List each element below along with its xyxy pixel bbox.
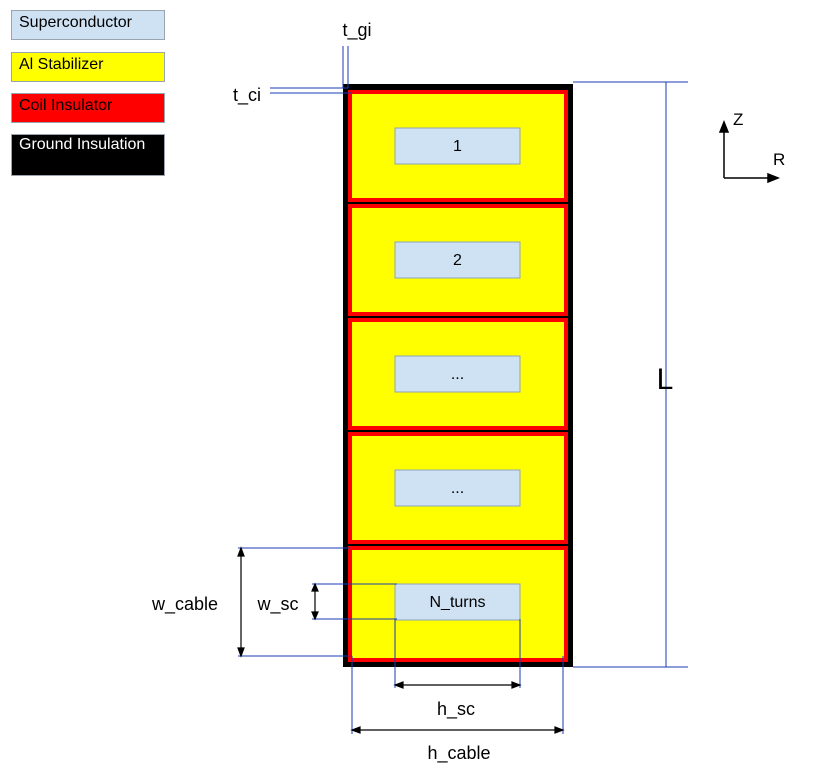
r-axis-arrow-head xyxy=(767,172,781,184)
r-axis-label: R xyxy=(773,150,785,169)
t-ci-label: t_ci xyxy=(233,85,261,106)
superconductor xyxy=(394,241,521,279)
legend-coil-insulator: Coil Insulator xyxy=(11,93,165,123)
turn-2: 2 xyxy=(348,204,568,316)
h-cable-arrow-head-right xyxy=(554,726,565,734)
w-sc-arrow-head-bottom xyxy=(311,611,319,621)
dimension-lines xyxy=(238,46,688,734)
t-gi-label: t_gi xyxy=(342,20,371,41)
superconductor xyxy=(394,583,521,621)
w-cable-label: w_cable xyxy=(151,594,218,615)
h-sc-arrow-head-right xyxy=(511,681,522,689)
w-sc-label: w_sc xyxy=(256,594,298,615)
legend-ground-insulation-label: Ground Insulation xyxy=(19,136,146,153)
legend-coil-insulator-label: Coil Insulator xyxy=(19,97,113,114)
w-sc-arrow-head-top xyxy=(311,582,319,592)
axes xyxy=(718,119,781,184)
length-label: L xyxy=(657,363,674,396)
h-cable-label: h_cable xyxy=(427,743,490,764)
w-cable-arrow-head-top xyxy=(237,546,245,557)
legend-al-stabilizer-label: Al Stabilizer xyxy=(19,56,104,73)
h-cable-arrow-head-left xyxy=(350,726,361,734)
legend-al-stabilizer: Al Stabilizer xyxy=(11,52,165,82)
legend-superconductor-label: Superconductor xyxy=(19,14,132,31)
legend-ground-insulation: Ground Insulation xyxy=(11,134,165,176)
turn-label: 1 xyxy=(453,138,462,155)
superconductor xyxy=(394,469,521,507)
turn-label: ... xyxy=(451,480,464,497)
h-sc-label: h_sc xyxy=(437,699,475,720)
h-sc-arrow-head-left xyxy=(393,681,404,689)
w-cable-arrow-head-bottom xyxy=(237,647,245,658)
turn-n: N_turns xyxy=(348,546,568,662)
dimension-arrows xyxy=(237,546,565,734)
turn-label: N_turns xyxy=(429,594,485,611)
turn-label: ... xyxy=(451,366,464,383)
turn-1: 1 xyxy=(348,90,568,202)
legend-superconductor: Superconductor xyxy=(11,10,165,40)
turn-3: ... xyxy=(348,318,568,430)
turn-label: 2 xyxy=(453,252,462,269)
superconductor xyxy=(394,127,521,165)
superconductor xyxy=(394,355,521,393)
turn-4: ... xyxy=(348,432,568,544)
z-axis-arrow-head xyxy=(718,119,730,133)
z-axis-label: Z xyxy=(733,110,743,129)
